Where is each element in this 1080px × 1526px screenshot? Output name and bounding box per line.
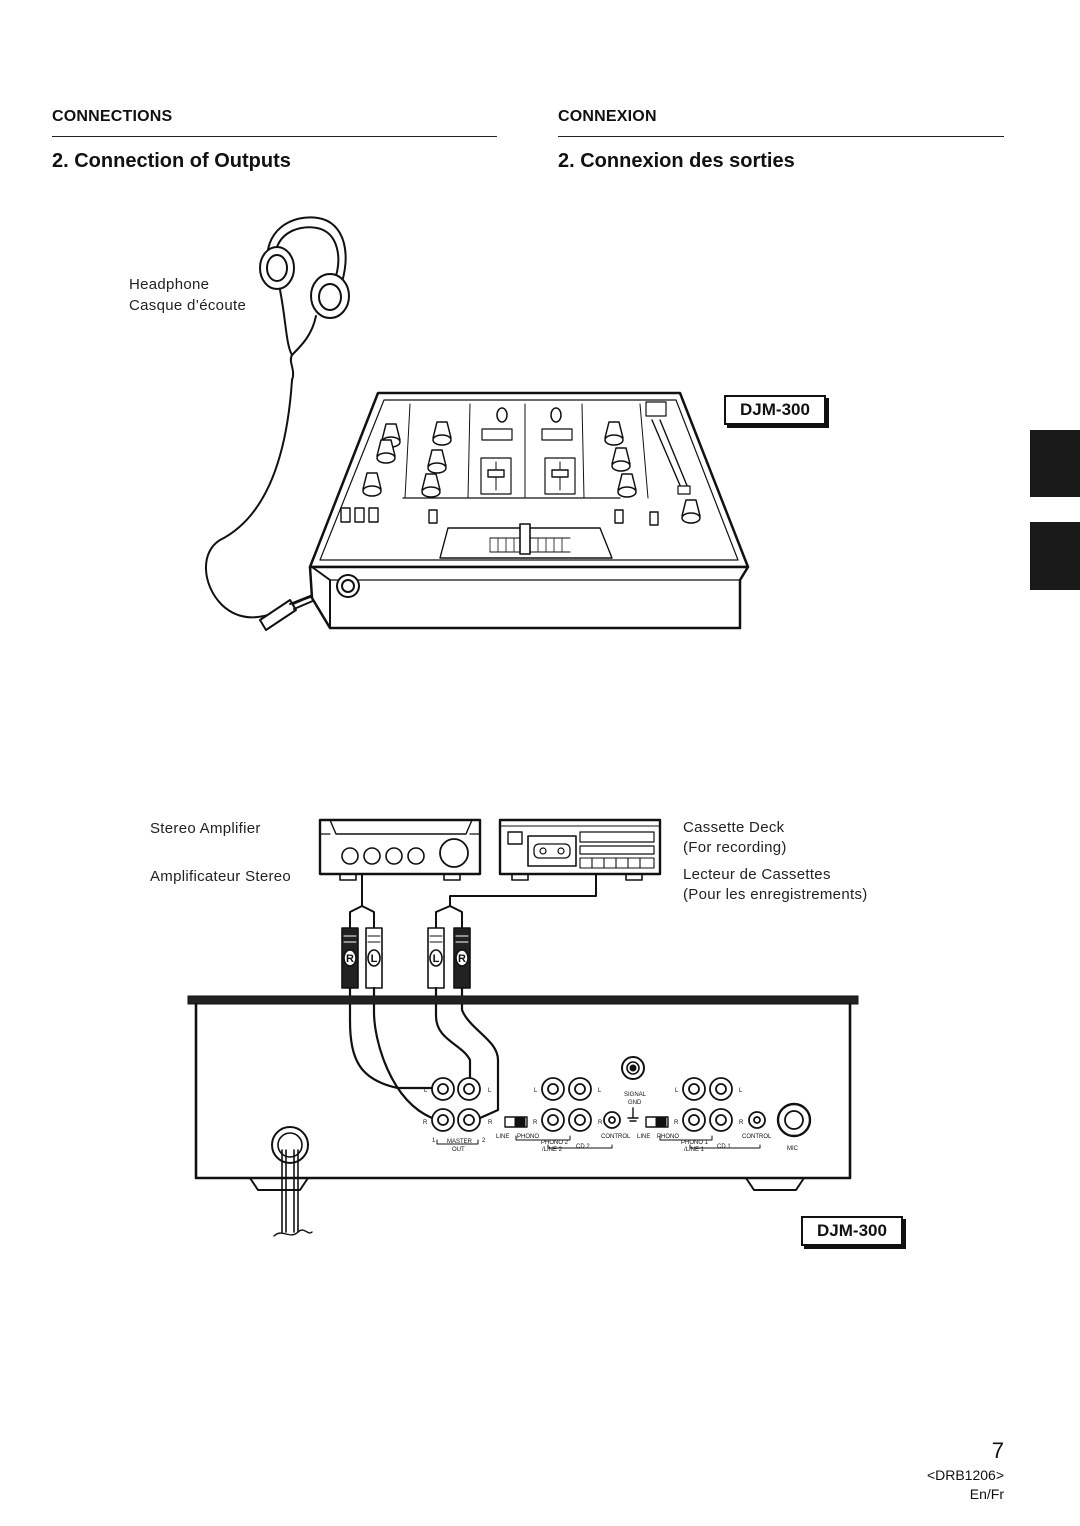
jack-label-line2: /LINE 2 <box>542 1147 563 1153</box>
headphone-caption-fr: Casque d’écoute <box>129 297 247 314</box>
heading-connection-of-outputs: 2. Connection of Outputs <box>52 150 291 172</box>
jack-label-line1: /LINE 1 <box>684 1147 705 1153</box>
section-rule-right <box>558 136 1004 137</box>
cassette-caption-fr-note: (Pour les enregistrements) <box>683 886 868 903</box>
jack-label-control-a: CONTROL <box>601 1134 631 1140</box>
plug-label-l-2: L <box>433 953 440 965</box>
jack-label-num1: 1 <box>432 1138 436 1144</box>
mixer-rear-top-lip <box>187 995 859 1005</box>
jack-label-mic: MIC <box>787 1146 799 1152</box>
jack-label-phono-b: PHONO <box>657 1134 679 1140</box>
side-tab-english <box>1030 430 1080 497</box>
section-label-connexion: CONNEXION <box>558 108 657 125</box>
amplifier-caption-fr: Amplificateur Stereo <box>150 868 292 885</box>
jack-label-line-b: LINE <box>637 1134 650 1140</box>
jack-label-master-r-right: R <box>488 1120 493 1126</box>
amplifier-caption: Stereo Amplifier Amplificateur Stereo <box>150 818 291 887</box>
side-tab-french <box>1030 522 1080 590</box>
jack-label-phono-a: PHONO <box>517 1134 539 1140</box>
model-badge-top: DJM-300 <box>724 395 826 425</box>
section-label-connections: CONNECTIONS <box>52 108 173 125</box>
rear-rca-jacks <box>431 1077 812 1138</box>
cassette-caption-en: Cassette Deck <box>683 819 785 836</box>
plug-labels: R L L R <box>346 953 466 965</box>
jack-label-ch1-r-right: R <box>739 1120 744 1126</box>
jack-label-master: MASTER <box>447 1139 473 1145</box>
heading-connexion-des-sorties: 2. Connexion des sorties <box>558 150 795 172</box>
jack-label-master-r-left: R <box>423 1120 428 1126</box>
plug-label-r-1: R <box>346 953 354 965</box>
model-badge-bottom: DJM-300 <box>801 1216 903 1246</box>
language-code: En/Fr <box>969 1486 1004 1502</box>
plug-label-l-1: L <box>371 953 378 965</box>
doc-code: <DRB1206> <box>926 1467 1004 1483</box>
page-number: 7 <box>991 1438 1004 1463</box>
headphone-icon <box>266 216 347 289</box>
jack-label-master-l-right: L <box>488 1088 492 1094</box>
jack-label-ch2-l-right: L <box>598 1088 602 1094</box>
jack-label-phono2: PHONO 2 <box>541 1140 569 1146</box>
footer-doc-info: <DRB1206> En/Fr <box>880 1466 1004 1504</box>
mixer-front-panel <box>308 565 750 630</box>
jack-label-ch1-l-left: L <box>675 1088 679 1094</box>
jack-label-master-l-left: L <box>424 1088 428 1094</box>
jack-label-out: OUT <box>452 1147 465 1153</box>
jack-label-ch2-l-left: L <box>534 1088 538 1094</box>
mixer-rear-panel <box>194 1002 852 1180</box>
rear-panel-labels: L L R R 1 2 MASTER OUT L L R R LINE PHON… <box>423 1088 799 1153</box>
jack-label-ch1-l-right: L <box>739 1088 743 1094</box>
cassette-caption-fr: Lecteur de Cassettes <box>683 866 831 883</box>
amplifier-caption-en: Stereo Amplifier <box>150 820 261 837</box>
jack-label-num2: 2 <box>482 1138 486 1144</box>
headphone-caption: Headphone Casque d’écoute <box>129 274 246 316</box>
section-rule-left <box>52 136 497 137</box>
jack-label-line-a: LINE <box>496 1134 509 1140</box>
jack-label-phono1: PHONO 1 <box>681 1140 709 1146</box>
stereo-amplifier-drawing <box>318 818 482 876</box>
jack-label-gnd: GND <box>628 1100 642 1106</box>
jack-label-signal: SIGNAL <box>624 1092 647 1098</box>
cassette-caption-en-note: (For recording) <box>683 839 787 856</box>
jack-label-ch2-r-right: R <box>598 1120 603 1126</box>
jack-label-cd1: CD 1 <box>717 1144 731 1150</box>
jack-label-ch1-r-left: R <box>674 1120 679 1126</box>
jack-label-control-b: CONTROL <box>742 1134 772 1140</box>
cassette-caption: Cassette Deck (For recording) Lecteur de… <box>683 818 868 905</box>
jack-label-ch2-r-left: R <box>533 1120 538 1126</box>
plug-label-r-2: R <box>458 953 466 965</box>
jack-label-cd2: CD 2 <box>576 1144 590 1150</box>
headphone-caption-en: Headphone <box>129 276 210 293</box>
